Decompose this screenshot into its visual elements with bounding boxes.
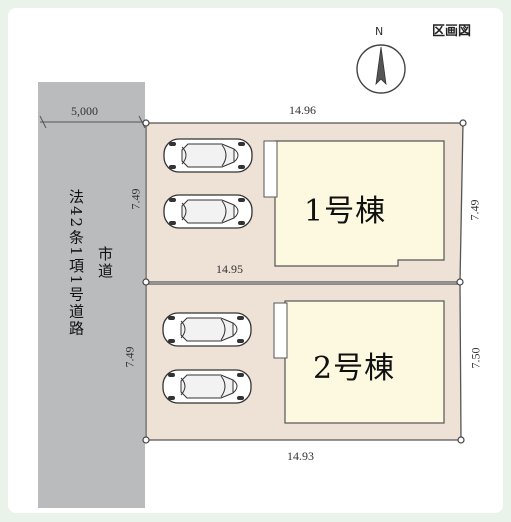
car-icon <box>163 194 253 229</box>
road-legal-class-label: 法42条1項1号道路 <box>67 189 85 338</box>
lot-2-bottom-dimension: 14.93 <box>287 449 314 463</box>
lot-1-left-dimension: 7.49 <box>128 188 143 210</box>
lot-1-top-dimension: 14.96 <box>289 103 316 117</box>
road-width-tick-right <box>138 115 146 129</box>
road-width-tick-left <box>39 115 47 129</box>
lot-1-right-dimension: 7.49 <box>467 199 482 221</box>
page-title: 区画図 <box>432 24 472 39</box>
building-1-entrance <box>263 140 278 198</box>
lot-2-left-dimension: 7.49 <box>122 346 137 368</box>
north-label: N <box>375 25 384 38</box>
car-icon <box>162 369 252 404</box>
north-compass-icon <box>356 44 406 94</box>
car-icon <box>162 312 252 347</box>
car-icon <box>163 138 253 173</box>
road-area <box>38 82 145 508</box>
lot-corner-markers <box>142 119 467 444</box>
building-2-name: 2号棟 <box>313 351 396 386</box>
building-1-footprint <box>274 140 445 267</box>
building-2-entrance <box>273 302 288 359</box>
road-width-label: 5,000 <box>71 104 98 118</box>
road-type-label: 市道 <box>96 246 114 280</box>
building-1-name: 1号棟 <box>304 194 387 229</box>
lot-1-bottom-dimension: 14.95 <box>216 262 243 276</box>
lot-2-right-dimension: 7.50 <box>468 347 483 369</box>
building-2-footprint <box>284 300 445 424</box>
